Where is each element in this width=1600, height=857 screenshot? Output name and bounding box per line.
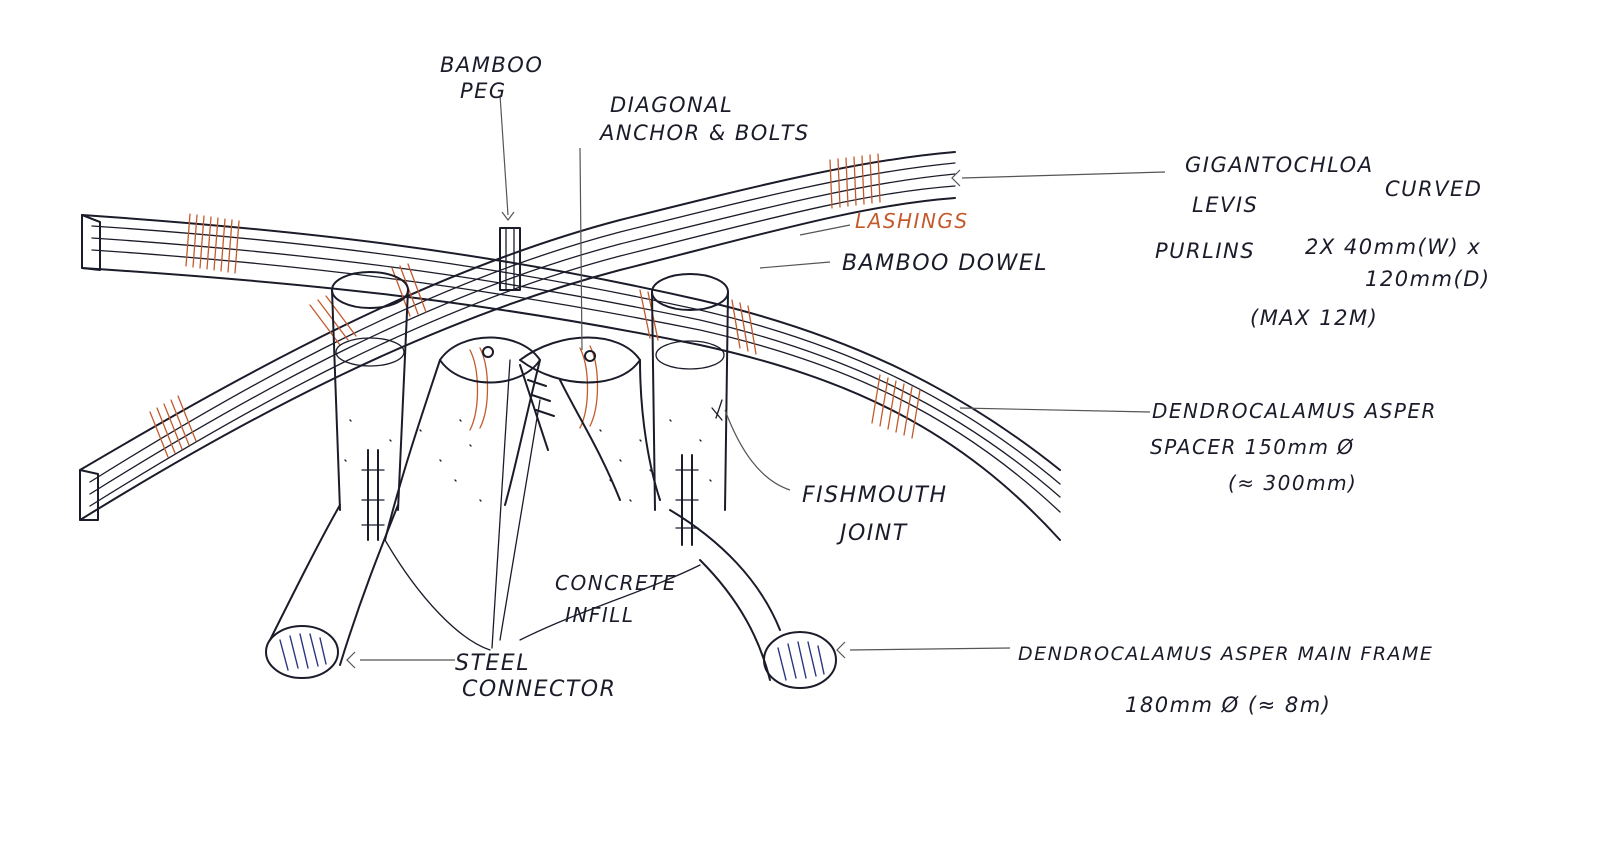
svg-text:DIAGONAL: DIAGONAL <box>610 93 733 117</box>
leader-lines <box>346 94 1166 669</box>
main-frame-right <box>669 509 837 689</box>
steel-connector-arcs <box>384 359 701 651</box>
svg-text:DENDROCALAMUS ASPER: DENDROCALAMUS ASPER <box>1152 399 1437 423</box>
svg-text:JOINT: JOINT <box>836 521 908 546</box>
svg-text:DENDROCALAMUS ASPER MAIN FRAME: DENDROCALAMUS ASPER MAIN FRAME <box>1018 643 1433 665</box>
svg-text:STEEL: STEEL <box>455 651 530 676</box>
svg-text:CONCRETE: CONCRETE <box>555 571 677 595</box>
label-purlins: GIGANTOCHLOA CURVED LEVIS PURLINS 2X 40m… <box>1155 153 1491 330</box>
label-bamboo-peg: BAMBOO PEG <box>440 53 543 103</box>
svg-text:CURVED: CURVED <box>1385 177 1482 201</box>
bamboo-peg <box>499 227 521 291</box>
svg-text:(MAX 12M): (MAX 12M) <box>1250 306 1378 330</box>
left-spacer <box>331 271 409 541</box>
right-spacer <box>651 273 729 546</box>
back-purlin <box>81 214 1061 541</box>
svg-text:ANCHOR & BOLTS: ANCHOR & BOLTS <box>598 121 810 145</box>
label-spacer: DENDROCALAMUS ASPER SPACER 150mm Ø (≈ 30… <box>1150 399 1437 495</box>
svg-text:INFILL: INFILL <box>565 603 635 627</box>
svg-text:SPACER 150mm Ø: SPACER 150mm Ø <box>1150 435 1355 459</box>
label-concrete-infill: CONCRETE INFILL <box>555 571 677 627</box>
concrete-infill-dots <box>344 419 712 502</box>
svg-text:CONNECTOR: CONNECTOR <box>462 677 616 702</box>
label-diagonal-anchor: DIAGONAL ANCHOR & BOLTS <box>598 93 810 145</box>
label-fishmouth-joint: FISHMOUTH JOINT <box>802 483 948 546</box>
svg-text:GIGANTOCHLOA: GIGANTOCHLOA <box>1185 153 1374 177</box>
label-main-frame: DENDROCALAMUS ASPER MAIN FRAME 180mm Ø (… <box>1018 643 1433 717</box>
label-bamboo-dowel: BAMBOO DOWEL <box>842 251 1048 276</box>
svg-text:PURLINS: PURLINS <box>1155 239 1255 263</box>
label-steel-connector: STEEL CONNECTOR <box>455 651 616 702</box>
svg-text:180mm Ø (≈ 8m): 180mm Ø (≈ 8m) <box>1125 693 1331 717</box>
svg-text:120mm(D): 120mm(D) <box>1365 267 1491 291</box>
svg-text:LEVIS: LEVIS <box>1192 193 1258 217</box>
svg-text:FISHMOUTH: FISHMOUTH <box>802 483 948 508</box>
main-frame-left <box>265 504 399 679</box>
svg-text:(≈ 300mm): (≈ 300mm) <box>1228 471 1357 495</box>
label-lashings: LASHINGS <box>855 209 969 233</box>
diagonal-members <box>384 336 661 541</box>
svg-text:BAMBOO: BAMBOO <box>440 53 543 77</box>
svg-text:PEG: PEG <box>460 79 507 103</box>
svg-text:2X 40mm(W) x: 2X 40mm(W) x <box>1305 235 1481 259</box>
